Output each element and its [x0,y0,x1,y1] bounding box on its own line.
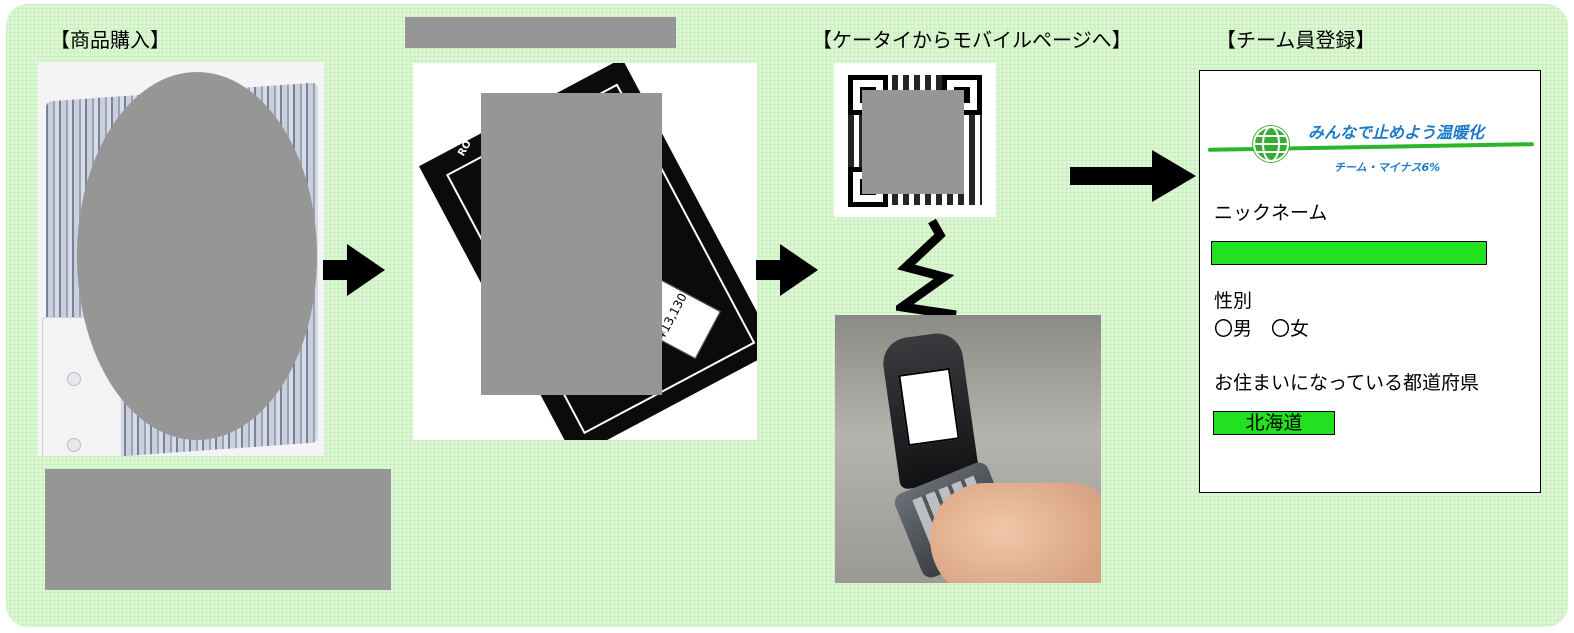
redaction-heading-tag [405,17,676,48]
prefecture-label: お住まいになっている都道府県 [1214,372,1480,394]
gender-label: 性別 [1214,290,1253,312]
registration-form-card: みんなで止めよう温暖化 チーム・マイナス6% ニックネーム 性別 〇男 〇女 お… [1199,70,1541,493]
arrow-right-icon-2 [756,244,818,296]
gender-options[interactable]: 〇男 〇女 [1214,318,1310,340]
shirt-button-2 [67,438,81,452]
heading-register: 【チーム員登録】 [1216,28,1376,52]
nickname-label: ニックネーム [1214,202,1328,224]
redaction-caption-block [45,469,391,590]
mobile-phone-photo [835,315,1101,583]
heading-purchase: 【商品購入】 [50,28,170,52]
redaction-oval [77,72,317,440]
arrow-right-icon-1 [323,244,385,296]
globe-icon [1252,125,1290,163]
prefecture-select[interactable]: 北海道 [1213,411,1335,435]
arrow-right-icon-3 [1070,150,1196,202]
logo-subtitle: チーム・マイナス6% [1334,161,1441,174]
signal-zigzag-icon [896,218,957,317]
redaction-qr-center [862,90,964,194]
redaction-tag-block [481,93,662,395]
hand [930,483,1101,583]
nickname-field[interactable] [1211,241,1487,265]
shirt-button-1 [67,372,81,386]
logo-title: みんなで止めよう温暖化 [1308,123,1485,142]
heading-mobile: 【ケータイからモバイルページへ】 [812,28,1132,52]
phone-screen [898,367,960,447]
